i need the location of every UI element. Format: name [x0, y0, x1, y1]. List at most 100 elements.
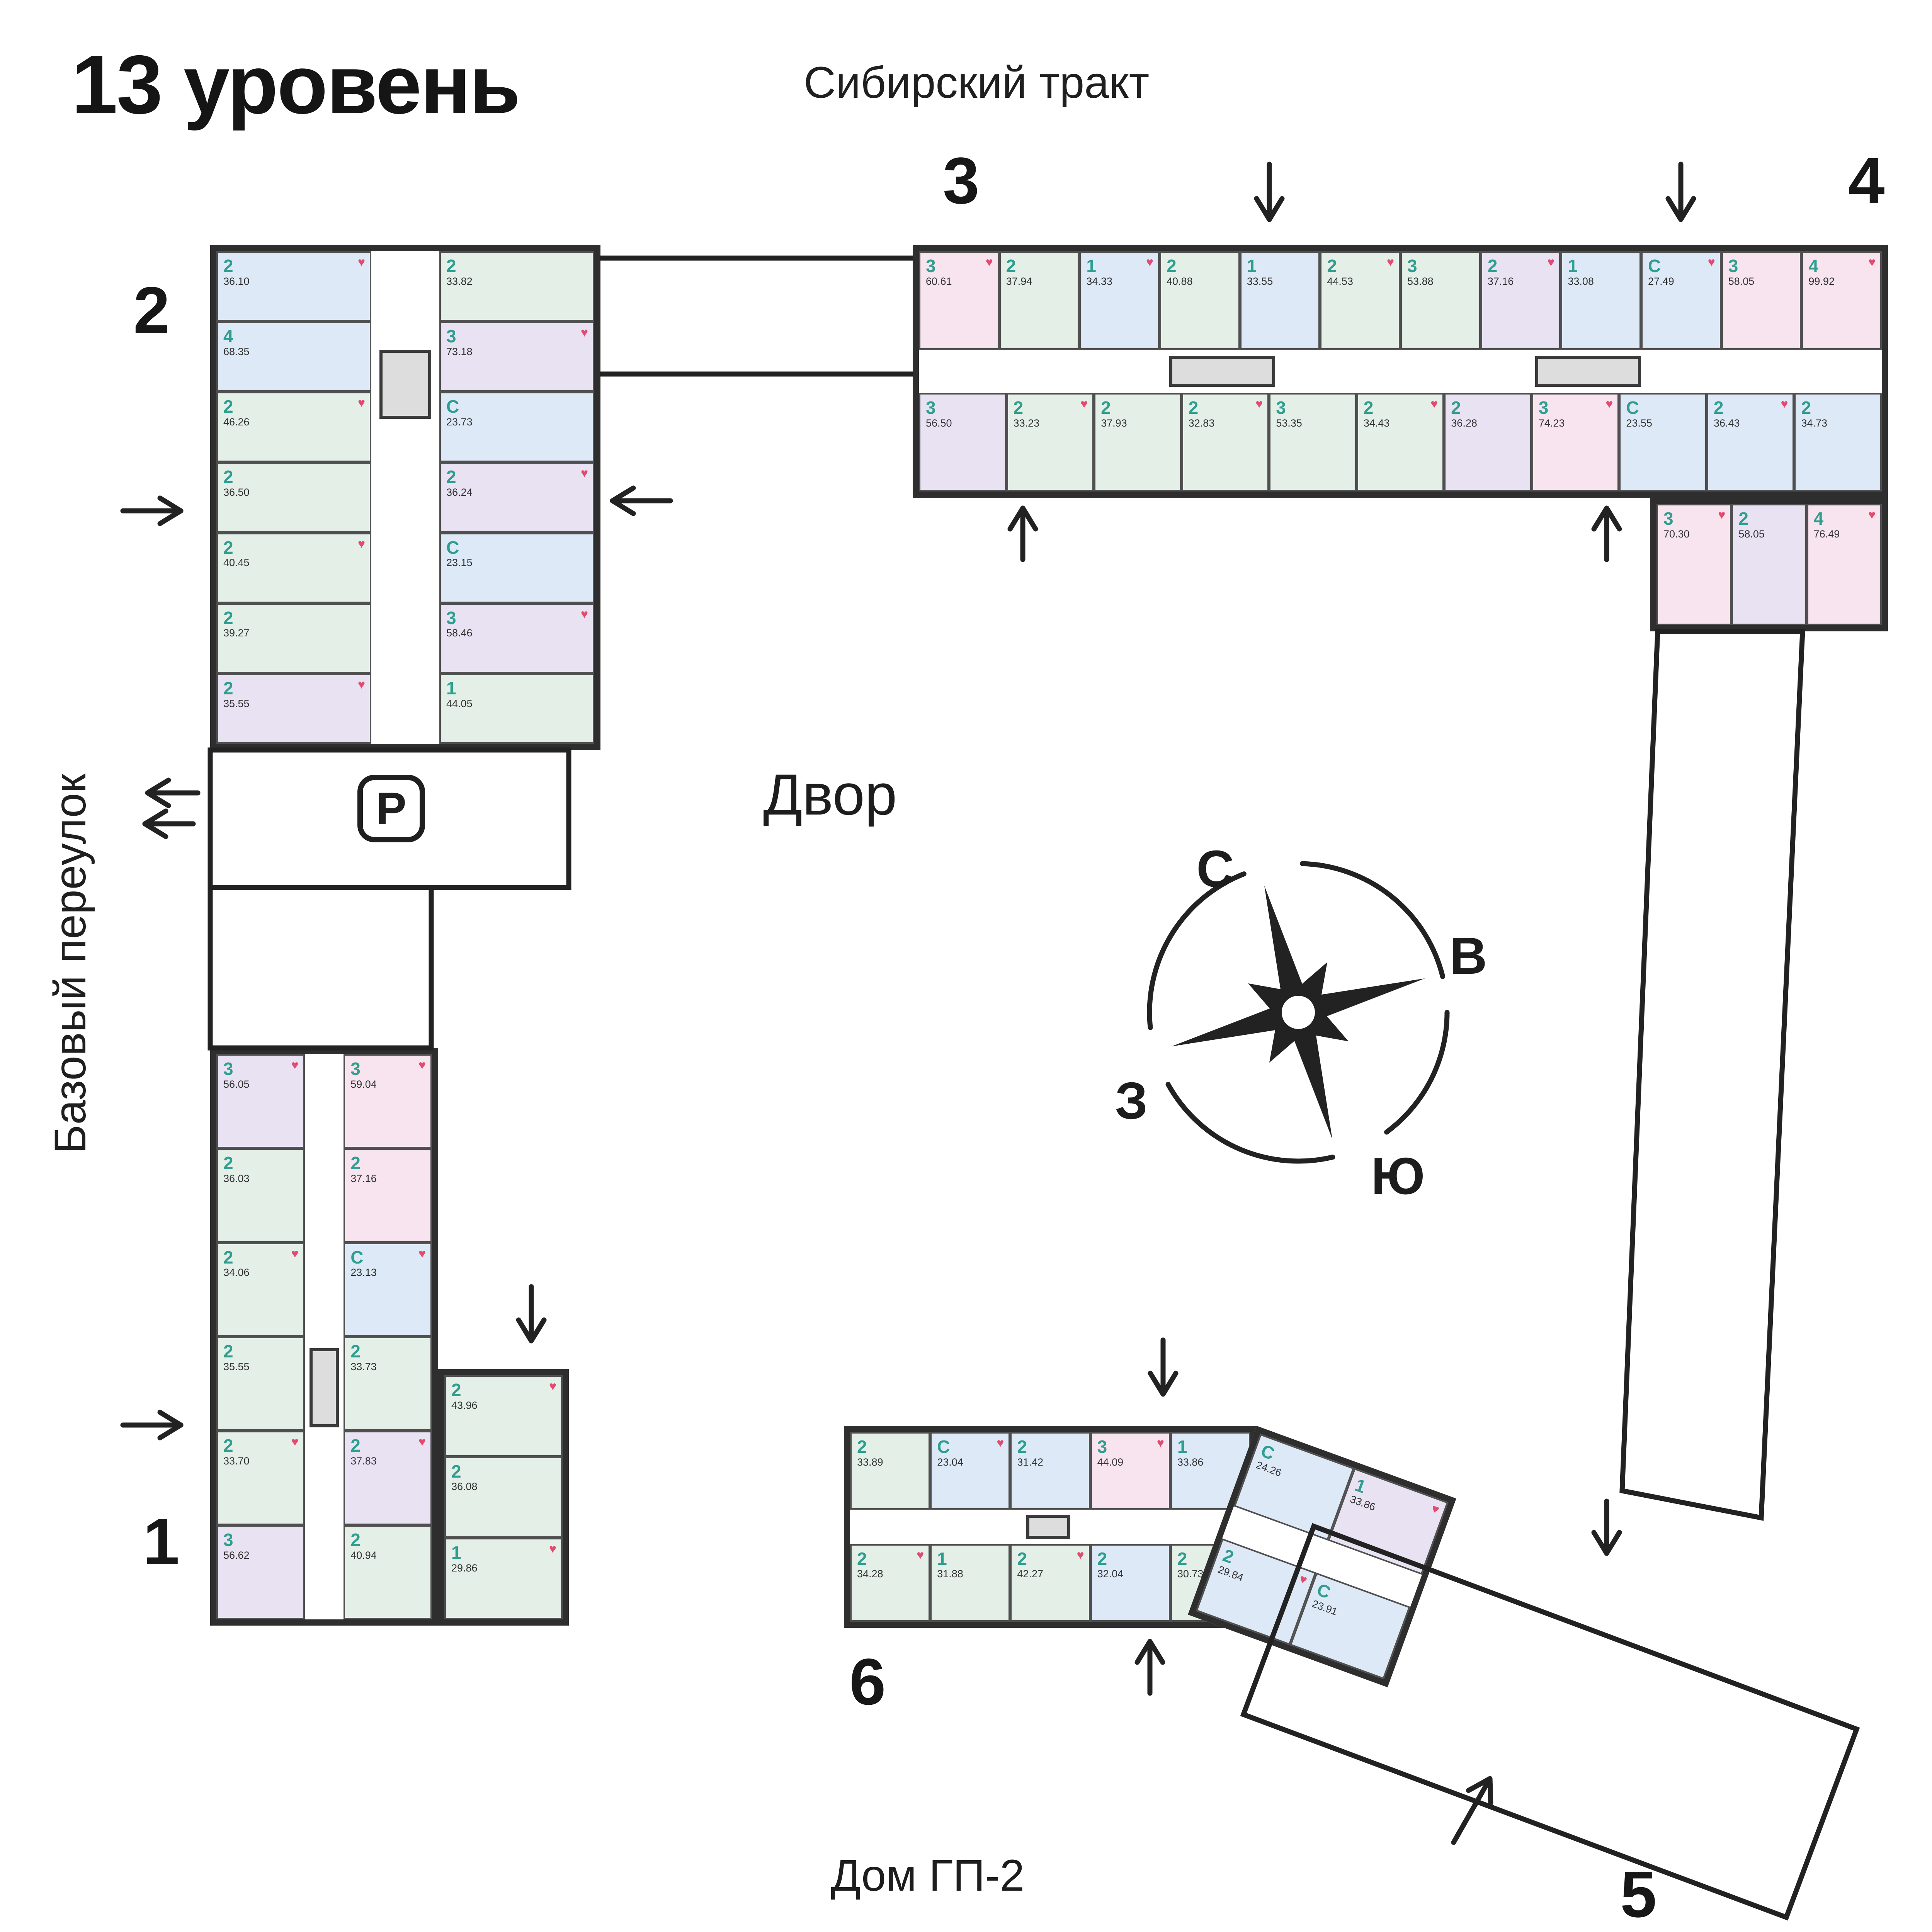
unit-rooms: С — [937, 1437, 950, 1457]
unit-area: 34.06 — [223, 1267, 250, 1279]
unit-area: 99.92 — [1808, 275, 1835, 287]
unit-area: 34.33 — [1086, 275, 1112, 287]
unit-rooms: 4 — [1808, 256, 1818, 276]
stair-core — [379, 350, 431, 419]
favorite-heart-icon: ♥ — [1708, 255, 1715, 269]
unit-area: 58.46 — [446, 627, 473, 639]
unit-rooms: 2 — [1327, 256, 1337, 276]
unit-area: 56.05 — [223, 1078, 250, 1090]
favorite-heart-icon: ♥ — [549, 1379, 556, 1393]
favorite-heart-icon: ♥ — [291, 1435, 299, 1449]
favorite-heart-icon: ♥ — [357, 677, 365, 691]
unit-rooms: С — [350, 1247, 364, 1267]
unit-rooms: 2 — [1006, 256, 1016, 276]
unit-rooms: 2 — [223, 1341, 233, 1362]
unit-area: 23.04 — [937, 1456, 963, 1468]
unit-area: 36.10 — [223, 275, 250, 287]
unit-area: 56.62 — [223, 1549, 250, 1561]
unit-rooms: 2 — [223, 607, 233, 628]
unit-rooms: 2 — [1451, 397, 1461, 418]
corridor — [371, 251, 440, 744]
unit-rooms: 2 — [451, 1461, 461, 1481]
unit-rooms: 1 — [1177, 1437, 1187, 1457]
favorite-heart-icon: ♥ — [1718, 508, 1726, 522]
unit-rooms: 2 — [1017, 1437, 1027, 1457]
unit-area: 56.50 — [926, 417, 952, 429]
stair-core — [1026, 1514, 1070, 1539]
unit-area: 32.04 — [1097, 1568, 1124, 1580]
favorite-heart-icon: ♥ — [1868, 508, 1876, 522]
